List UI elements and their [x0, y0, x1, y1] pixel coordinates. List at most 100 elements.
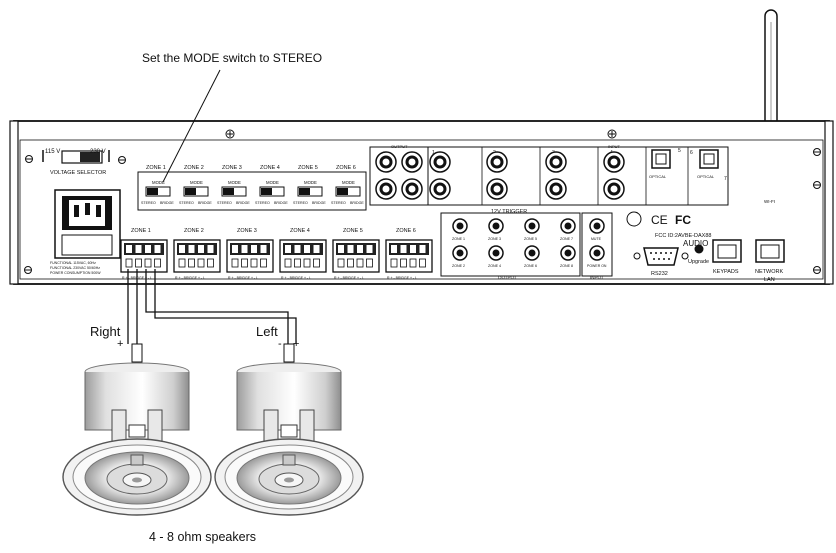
ce-mark: CE [651, 213, 668, 227]
rs232-label: RS232 [651, 271, 668, 277]
power-fine-print-2: FUNCTIONAL 230VAC 50/60Hz [50, 266, 100, 270]
trigger-zone-label: ZONE 4 [488, 264, 501, 268]
zone-label-top: ZONE 2 [184, 165, 204, 171]
rca-number: 6 [690, 150, 693, 156]
mode-title: MODE [304, 180, 317, 185]
zone-label-top: ZONE 5 [298, 165, 318, 171]
trigger-zone-label: ZONE 8 [560, 264, 573, 268]
input-rca-section: INPUT 1 2 3 4 5 6 7 OPTICAL OPTICAL [427, 144, 729, 206]
input-rca-label: INPUT [608, 144, 621, 149]
chassis-screw [813, 148, 821, 156]
chassis-screw [25, 155, 33, 163]
chassis-screw [225, 129, 235, 139]
mode-switch-knob [337, 188, 348, 195]
terminal-label: R + - BRIDGE + - L [228, 276, 258, 280]
voltage-230-label: 230 V [90, 149, 106, 155]
rs232-port: RS232 [633, 247, 689, 277]
optical-label: OPTICAL [649, 174, 667, 179]
trigger-zone-label: ZONE 6 [524, 264, 537, 268]
network-port: NETWORK LAN [755, 239, 785, 283]
mode-stereo-label: STEREO [179, 201, 194, 205]
zone-label-terminal: ZONE 1 [131, 228, 151, 234]
mode-switch-knob [147, 188, 158, 195]
left-speaker-label: Left [256, 324, 278, 339]
trigger-zone-label: ZONE 7 [560, 237, 573, 241]
zone-label-terminal: ZONE 5 [343, 228, 363, 234]
rca-jack [603, 151, 625, 173]
upgrade-button[interactable]: Upgrade [688, 244, 709, 266]
mute-jack: MUTE [589, 218, 605, 241]
zone-label-terminal: ZONE 4 [290, 228, 310, 234]
zone-label-top: ZONE 6 [336, 165, 356, 171]
mode-stereo-label: STEREO [293, 201, 308, 205]
speaker-wires [127, 269, 297, 344]
mode-title: MODE [266, 180, 279, 185]
fcc-id: FCC ID:2AVBE-DAX88 [655, 233, 711, 239]
brand-text: AUDIO [683, 239, 708, 248]
trigger-jack: ZONE 2 [452, 245, 468, 268]
mode-switch-knob [261, 188, 272, 195]
trigger-zone-label: ZONE 1 [452, 237, 465, 241]
mode-bridge-label: BRIDGE [198, 201, 212, 205]
zone-label-top: ZONE 1 [146, 165, 166, 171]
trigger-jack: ZONE 7 [560, 218, 576, 241]
right-plus-sign: + [117, 338, 123, 350]
rca-jack [429, 151, 451, 173]
voltage-selector-label: VOLTAGE SELECTOR [50, 170, 106, 176]
zone-label-top: ZONE 3 [222, 165, 242, 171]
wifi-label: WI-FI [764, 199, 775, 204]
trigger-jack: ZONE 1 [452, 218, 468, 241]
speaker-terminal: R + - BRIDGE + - L [279, 239, 327, 280]
zone-label-terminal: ZONE 6 [396, 228, 416, 234]
zone-label-terminal: ZONE 3 [237, 228, 257, 234]
terminal-label: R + - BRIDGE + - L [175, 276, 205, 280]
certifications: CE FC FCC ID:2AVBE-DAX88 AUDIO [626, 211, 711, 248]
chassis-screw [607, 129, 617, 139]
chassis-screw [24, 266, 32, 274]
mode-title: MODE [228, 180, 241, 185]
mode-switch-knob [299, 188, 310, 195]
chassis-screw [813, 266, 821, 274]
speaker-terminal: R + - BRIDGE + - L [173, 239, 221, 280]
voltage-selector: 115 V 230 V VOLTAGE SELECTOR [42, 149, 110, 176]
rca-jack [545, 178, 567, 200]
optical-port: OPTICAL [649, 149, 671, 179]
left-plus-wire [154, 269, 297, 344]
rca-jack [545, 151, 567, 173]
mode-switch[interactable]: MODE STEREO BRIDGE [293, 180, 326, 205]
rca-jack [486, 178, 508, 200]
mode-bridge-label: BRIDGE [312, 201, 326, 205]
speaker-terminal: R + - BRIDGE + - L [332, 239, 380, 280]
mode-switch-knob [185, 188, 196, 195]
trigger-jack: ZONE 5 [524, 218, 540, 241]
mode-title: MODE [152, 180, 165, 185]
rca-jack [375, 178, 397, 200]
keypads-port: KEYPADS [712, 239, 742, 275]
power-fine-print-1: FUNCTIONAL 115VAC, 60Hz [50, 261, 96, 265]
mode-bridge-label: BRIDGE [350, 201, 364, 205]
power-inlet: FUNCTIONAL 115VAC, 60Hz FUNCTIONAL 230VA… [50, 189, 121, 275]
zone-label-terminal: ZONE 2 [184, 228, 204, 234]
chassis-screw [813, 181, 821, 189]
fc-mark: FC [675, 213, 691, 227]
speaker-terminal: R + - BRIDGE + - L [226, 239, 274, 280]
lan-label: LAN [764, 277, 775, 283]
rca-jack [401, 178, 423, 200]
trigger-section: 12V TRIGGER OUTPUT INPUT [440, 209, 613, 280]
chassis-screw [118, 156, 126, 164]
optical-port: OPTICAL [697, 149, 719, 179]
rca-jack [486, 151, 508, 173]
ceiling-speaker [214, 343, 364, 516]
output-rca-section: OUTPUT [369, 144, 429, 206]
trigger-jack: ZONE 4 [488, 245, 504, 268]
trigger-title: 12V TRIGGER [491, 209, 527, 215]
rca-number: 5 [678, 148, 681, 154]
power-fine-print-3: POWER CONSUMPTION 500W [50, 271, 101, 275]
terminal-label: R + - BRIDGE + - L [387, 276, 417, 280]
rca-number: 1 [432, 150, 435, 156]
